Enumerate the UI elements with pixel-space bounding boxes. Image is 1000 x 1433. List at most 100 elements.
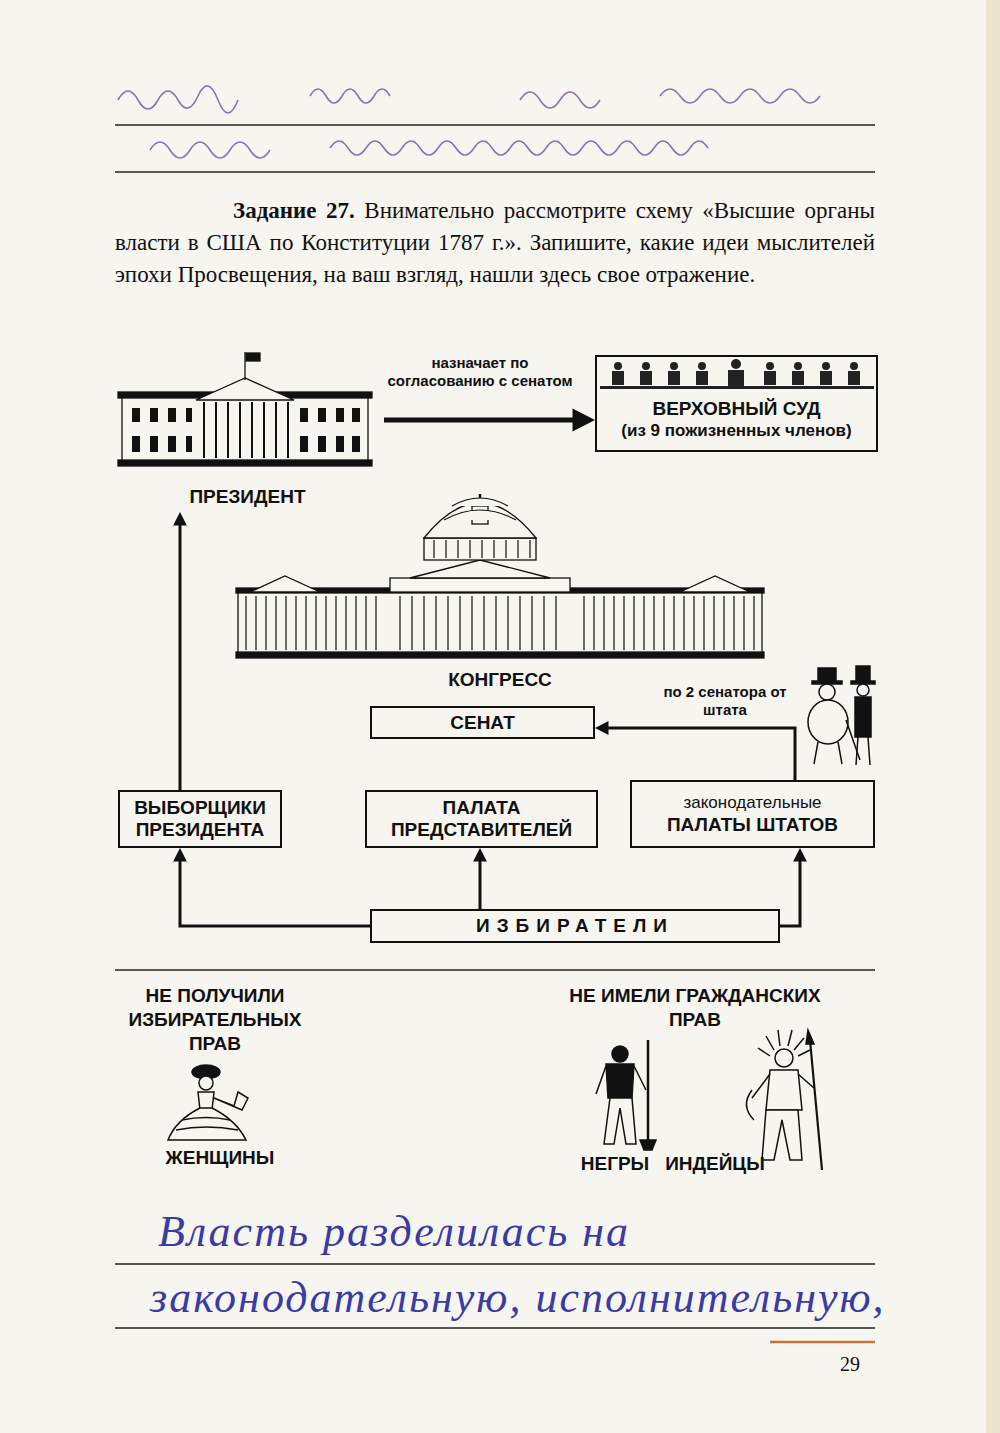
arrow-head (173, 848, 187, 862)
edge-label: по 2 сенатора от штата (655, 683, 795, 719)
handwriting-scribble (118, 86, 820, 158)
slave-drawing (640, 1140, 656, 1150)
ruled-line (115, 125, 875, 1328)
capitalists-drawing (855, 697, 871, 737)
node-text: КОНГРЕСС (448, 669, 552, 691)
white-house-drawing (118, 352, 372, 466)
figure-caption: ЖЕНЩИНЫ (145, 1146, 295, 1170)
woman-drawing (168, 1065, 248, 1140)
justices-drawing (731, 359, 741, 369)
capitalists-drawing (819, 684, 835, 700)
white-house-drawing (275, 402, 277, 458)
justices-drawing (728, 370, 744, 386)
indian-drawing (746, 1030, 822, 1170)
ruled-line (115, 969, 875, 971)
indian-drawing (810, 1040, 822, 1170)
white-house-drawing (132, 408, 140, 422)
capitol-drawing (236, 652, 764, 658)
ruled-line (115, 1263, 875, 1265)
capitalists-drawing (814, 742, 842, 764)
justices-drawing (822, 362, 830, 370)
connector-arrow (173, 512, 187, 790)
voters-box: ИЗБИРАТЕЛИ (370, 909, 780, 943)
capitalists-drawing (818, 668, 836, 682)
connector-line (606, 728, 795, 780)
white-house-drawing (196, 378, 294, 400)
capitol-drawing (246, 596, 376, 650)
president-node: ПРЕЗИДЕНТ (115, 340, 380, 512)
connector-arrow (595, 721, 795, 780)
node-text: ВЫБОРЩИКИ ПРЕЗИДЕНТА (128, 797, 272, 841)
woman-drawing (214, 1092, 248, 1110)
capitol-drawing (424, 503, 536, 538)
ruled-line (115, 171, 875, 173)
slave-drawing (647, 1040, 650, 1140)
capitol-drawing (238, 592, 762, 654)
capitol-drawing (390, 578, 570, 592)
white-house-drawing (186, 436, 192, 452)
white-house-drawing (150, 408, 158, 422)
indian-drawing (806, 1030, 814, 1044)
task-paragraph: Задание 27. Внимательно рассмотрите схем… (115, 195, 875, 291)
slave-drawing (612, 1046, 628, 1062)
white-house-drawing (318, 436, 326, 452)
justices-drawing (600, 359, 874, 389)
congress-node: КОНГРЕСС (235, 490, 765, 695)
white-house-drawing (204, 402, 288, 458)
white-house-drawing (246, 353, 260, 361)
white-house-drawing (186, 408, 192, 422)
capitol-drawing (246, 498, 754, 650)
justices-drawing (764, 371, 776, 385)
white-house-drawing (168, 408, 176, 422)
state-legislatures-box: законодательныеПАЛАТЫ ШТАТОВ (630, 780, 875, 848)
capitalists-drawing (857, 684, 869, 696)
white-house-drawing (239, 402, 241, 458)
justices-drawing (794, 362, 802, 370)
capitol-drawing (410, 560, 550, 578)
node-text: ПАЛАТА ПРЕДСТАВИТЕЛЕЙ (375, 797, 588, 841)
handwritten-answer: Власть разделилась на (158, 1206, 630, 1258)
handwriting-scribble (118, 86, 820, 113)
connector-line (479, 859, 482, 909)
justices-drawing (614, 362, 622, 370)
justices-drawing (642, 362, 650, 370)
edge-label: назначает по согласованию с сенатом (380, 354, 580, 390)
connector-arrow (384, 409, 595, 432)
electors-box: ВЫБОРЩИКИ ПРЕЗИДЕНТА (118, 790, 282, 848)
woman-drawing (199, 1076, 213, 1090)
justices-drawing (670, 362, 678, 370)
white-house-drawing (300, 408, 308, 422)
capitol-drawing (400, 596, 556, 650)
white-house-drawing (318, 408, 326, 422)
capitalists-drawing (856, 737, 870, 765)
senate-box: СЕНАТ (370, 706, 595, 739)
justices-drawing (612, 371, 624, 385)
task-number: Задание 27. (233, 198, 355, 223)
white-house-drawing (251, 402, 253, 458)
indian-drawing (746, 1090, 754, 1120)
white-house-drawing (132, 436, 140, 452)
white-house-drawing (227, 402, 229, 458)
connector-arrow (780, 848, 807, 926)
white-house-drawing (352, 408, 360, 422)
woman-drawing (168, 1108, 246, 1140)
connector-arrow (473, 848, 487, 909)
orange-rule (770, 1341, 875, 1344)
handwriting-scribble (150, 141, 708, 158)
white-house-drawing (150, 436, 158, 452)
node-text: СЕНАТ (450, 712, 515, 734)
justices-drawing (668, 371, 680, 385)
node-text: (из 9 пожизненных членов) (621, 420, 851, 442)
connector-line (180, 859, 370, 926)
white-house-drawing (263, 402, 265, 458)
connector-line (780, 859, 800, 926)
connector-line (179, 523, 182, 790)
arrow-head (573, 409, 596, 432)
node-text: ПАЛАТЫ ШТАТОВ (667, 814, 838, 836)
justices-drawing (696, 371, 708, 385)
white-house-drawing (203, 402, 205, 458)
indian-drawing (762, 1110, 802, 1160)
justices-drawing (848, 371, 860, 385)
connector-arrow (173, 848, 370, 926)
arrow-head (473, 848, 487, 862)
